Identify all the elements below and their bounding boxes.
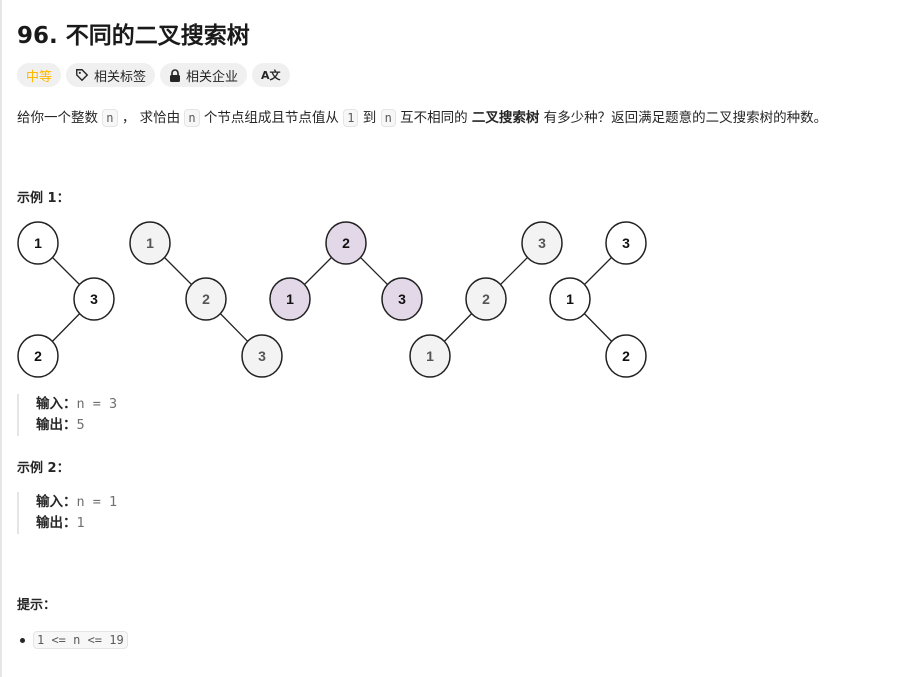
tag-bar: 中等 相关标签 相关企业 A文 xyxy=(17,63,290,87)
inline-code: n xyxy=(102,109,118,127)
lock-icon xyxy=(170,68,181,82)
desc-text: 个节点组成且节点值从 xyxy=(199,110,344,126)
tree-node-label: 1 xyxy=(566,291,574,307)
constraint-code: 1 <= n <= 19 xyxy=(33,631,128,649)
tag-icon xyxy=(76,69,89,82)
tree-node xyxy=(241,334,283,378)
bullet-icon xyxy=(20,637,25,643)
tree-node xyxy=(185,277,227,321)
inline-code: n xyxy=(184,109,200,127)
tree-node xyxy=(269,277,311,321)
tree-node-label: 3 xyxy=(622,235,630,251)
desc-text: 有多少种？返回满足题意的二叉搜索树的种数。 xyxy=(539,110,828,126)
related-topics-label: 相关标签 xyxy=(94,69,147,85)
related-companies-button[interactable]: 相关企业 xyxy=(160,63,248,87)
example-1-heading: 示例 1： xyxy=(17,191,70,206)
tree-node xyxy=(549,277,591,321)
desc-text: 到 xyxy=(358,110,381,126)
tree-1: 1 3 2 xyxy=(17,221,115,378)
output-label: 输出： xyxy=(36,417,77,433)
input-value: n = 1 xyxy=(76,494,118,510)
example-2-heading: 示例 2： xyxy=(17,461,70,476)
tree-3: 2 1 3 xyxy=(269,221,423,321)
tree-2: 1 2 3 xyxy=(129,221,283,378)
tree-node xyxy=(17,334,59,378)
inline-code: n xyxy=(380,109,396,127)
tree-node xyxy=(521,221,563,265)
related-companies-label: 相关企业 xyxy=(186,69,239,85)
tree-node-label: 1 xyxy=(34,235,42,251)
tree-node xyxy=(381,277,423,321)
constraint-item: 1 <= n <= 19 xyxy=(20,631,128,649)
tree-node xyxy=(465,277,507,321)
tree-node xyxy=(129,221,171,265)
tree-node xyxy=(605,221,647,265)
output-value: 1 xyxy=(76,515,85,531)
tree-4: 3 2 1 xyxy=(409,221,563,378)
tree-node-label: 3 xyxy=(258,348,266,364)
tree-node-label: 2 xyxy=(622,348,630,364)
inline-code: 1 xyxy=(343,109,359,127)
input-label: 输入： xyxy=(36,494,77,510)
output-value: 5 xyxy=(76,417,85,433)
translate-button[interactable]: A文 xyxy=(252,63,290,87)
tree-node xyxy=(17,221,59,265)
difficulty-badge[interactable]: 中等 xyxy=(17,63,62,87)
desc-text: 互不相同的 xyxy=(395,110,472,126)
tree-node xyxy=(409,334,451,378)
tree-node xyxy=(605,334,647,378)
tree-node-label: 1 xyxy=(286,291,294,307)
example-1-block: 输入：n = 3 输出：5 xyxy=(17,394,117,436)
tree-node-label: 3 xyxy=(398,291,406,307)
page-title: 96. 不同的二叉搜索树 xyxy=(17,23,250,49)
input-label: 输入： xyxy=(36,396,77,412)
tree-node-label: 2 xyxy=(202,291,210,307)
tree-node-label: 1 xyxy=(146,235,154,251)
tree-node-label: 3 xyxy=(90,291,98,307)
translate-icon: A文 xyxy=(261,69,281,82)
problem-description: 给你一个整数 n ， 求恰由 n 个节点组成且节点值从 1 到 n 互不相同的 … xyxy=(17,106,828,127)
desc-text: 给你一个整数 xyxy=(17,110,103,126)
related-topics-button[interactable]: 相关标签 xyxy=(66,63,156,87)
constraints-heading: 提示： xyxy=(17,598,57,613)
input-value: n = 3 xyxy=(76,396,118,412)
tree-node-label: 2 xyxy=(34,348,42,364)
tree-node xyxy=(73,277,115,321)
tree-node-label: 1 xyxy=(426,348,434,364)
tree-node xyxy=(325,221,367,265)
panel-border xyxy=(0,0,2,677)
tree-5: 3 1 2 xyxy=(549,221,647,378)
output-label: 输出： xyxy=(36,515,77,531)
tree-node-label: 3 xyxy=(538,235,546,251)
desc-bold: 二叉搜索树 xyxy=(471,110,540,126)
tree-node-label: 2 xyxy=(482,291,490,307)
example-2-block: 输入：n = 1 输出：1 xyxy=(17,492,117,534)
tree-node-label: 2 xyxy=(342,235,350,251)
example-1-tree-diagram: 1 3 2 1 2 3 2 1 3 3 2 1 3 1 2 xyxy=(17,221,647,378)
desc-text: ， 求恰由 xyxy=(117,110,185,126)
